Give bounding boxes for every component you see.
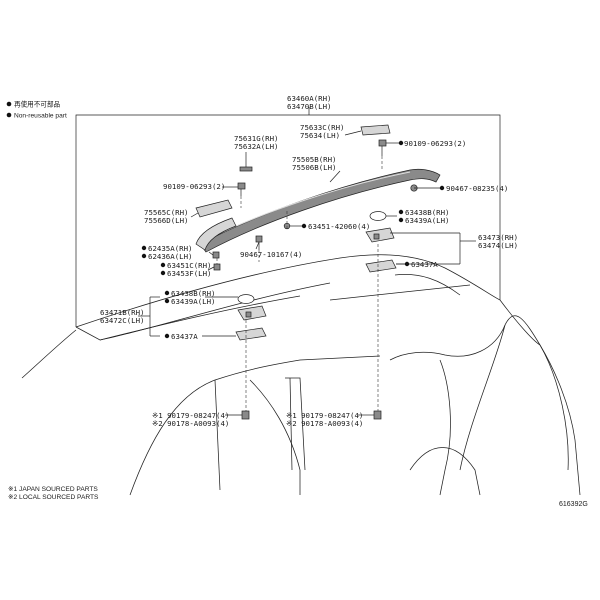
label-cap-lh: 63453F(LH)	[167, 269, 212, 278]
label-nut-right-jp: ※1 90179-08247(4)	[286, 411, 363, 420]
label-support-rh: 63473(RH)	[478, 233, 518, 242]
support-bracket-right	[365, 227, 395, 243]
label-nut-left-jp: ※1 90179-08247(4)	[152, 411, 229, 420]
non-reusable-marker-icon	[6, 101, 12, 107]
installation-guide-lines	[216, 156, 383, 411]
non-reusable-markers	[141, 140, 445, 339]
label-bracket-lh: 62436A(LH)	[148, 252, 193, 261]
end-cap-75565c	[195, 199, 233, 218]
vehicle-body-outline	[21, 254, 581, 496]
legend-non-reusable-en: Non-reusable part	[14, 113, 67, 120]
label-gasket-rh-right: 63438B(RH)	[405, 208, 450, 217]
label-gasket-rh-left: 63438B(RH)	[171, 289, 216, 298]
gasket-left	[237, 294, 255, 304]
legend-non-reusable-jp: 再使用不可部品	[14, 100, 61, 109]
label-rail-rh: 75505B(RH)	[292, 155, 337, 164]
clip-top	[378, 139, 387, 156]
label-clip-mid: 90467-10167(4)	[240, 250, 302, 259]
label-pad-right: 63437A	[411, 260, 438, 269]
label-rail-lh: 75506B(LH)	[292, 163, 337, 172]
footnote-japan-sourced: ※1 JAPAN SOURCED PARTS	[8, 486, 98, 493]
label-cap-rh: 63451C(RH)	[167, 261, 212, 270]
label-cover-rh: 75631G(RH)	[234, 134, 279, 143]
label-front-lh: 63472C(LH)	[100, 316, 145, 325]
footnote-local-sourced: ※2 LOCAL SOURCED PARTS	[8, 494, 99, 501]
label-end-cap-rh: 75565C(RH)	[144, 208, 189, 217]
roof-rail	[199, 168, 441, 253]
label-rack-assy-lh: 63470B(LH)	[287, 102, 332, 111]
label-clip-top: 90109-06293(2)	[404, 139, 466, 148]
assembly-frame	[75, 107, 501, 327]
label-pad-left: 63437A	[171, 332, 198, 341]
pad-75633c	[360, 124, 391, 136]
label-pad-rh: 75633C(RH)	[300, 123, 345, 132]
label-front-rh: 63471B(RH)	[100, 308, 145, 317]
label-end-cap-lh: 75566D(LH)	[144, 216, 189, 225]
label-rack-assy-rh: 63460A(RH)	[287, 94, 332, 103]
label-gasket-lh-right: 63439A(LH)	[405, 216, 450, 225]
label-clip-right: 90467-08235(4)	[446, 184, 508, 193]
label-pad-lh: 75634(LH)	[300, 131, 340, 140]
label-gasket-lh-left: 63439A(LH)	[171, 297, 216, 306]
label-bracket-rh: 62435A(RH)	[148, 244, 193, 253]
gasket-right	[369, 211, 387, 221]
label-nut-right-local: ※2 90178-A0093(4)	[286, 419, 363, 428]
nut-left	[241, 410, 250, 420]
front-end-piece	[195, 217, 237, 251]
pad-right	[365, 259, 397, 273]
cover-75631g	[239, 166, 253, 172]
clip-mid	[255, 235, 263, 250]
label-support-lh: 63474(LH)	[478, 241, 518, 250]
label-screw: 63451-42060(4)	[308, 222, 370, 231]
pad-left	[235, 327, 267, 341]
non-reusable-marker-icon	[6, 112, 12, 118]
nut-right	[373, 410, 382, 420]
label-cover-lh: 75632A(LH)	[234, 142, 279, 151]
drawing-code: 616392G	[559, 501, 588, 508]
label-clip-left: 90109-06293(2)	[163, 182, 225, 191]
label-nut-left-local: ※2 90178-A0093(4)	[152, 419, 229, 428]
support-bracket-left	[237, 305, 267, 321]
clip-left	[237, 182, 246, 196]
